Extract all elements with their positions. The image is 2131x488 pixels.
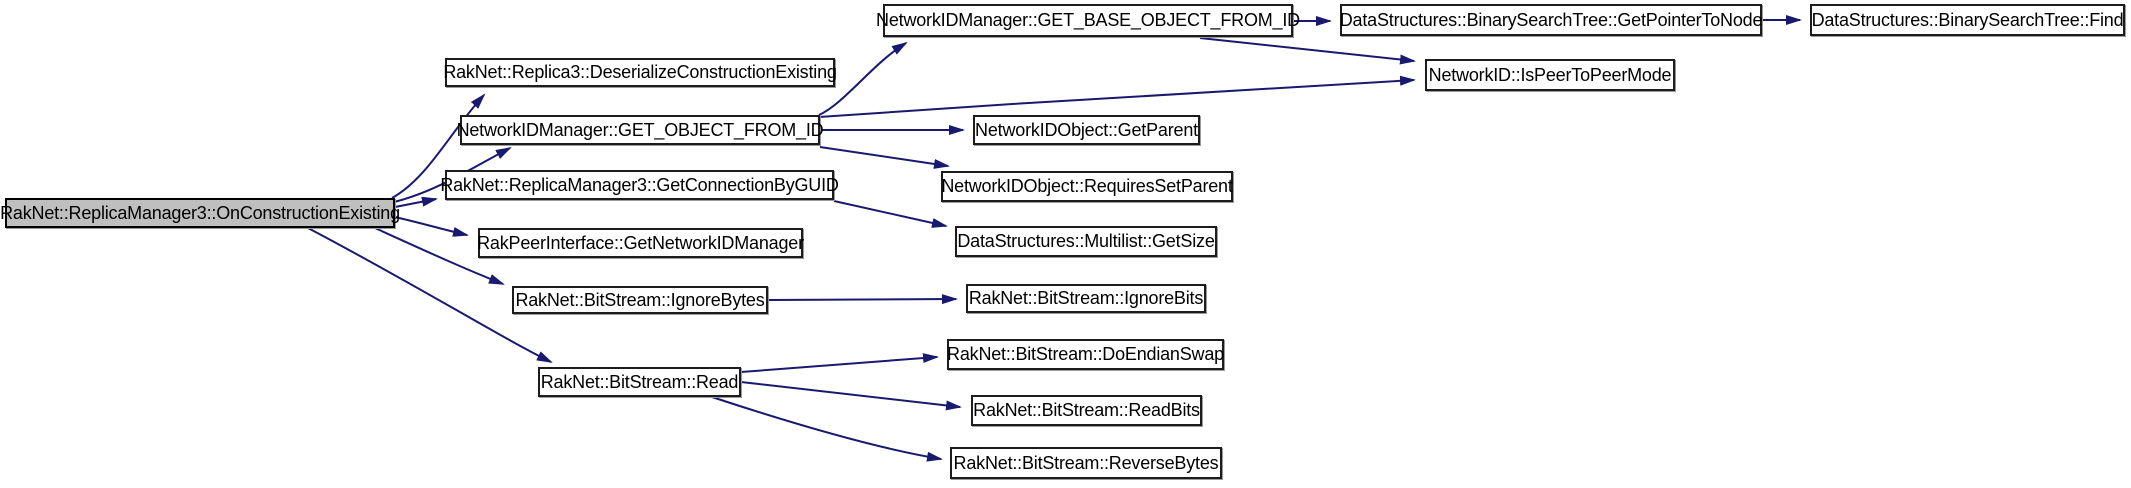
graph-node-isPeerToPeerMode[interactable]: NetworkID::IsPeerToPeerMode [1425, 59, 1675, 91]
graph-node-find[interactable]: DataStructures::BinarySearchTree::Find [1810, 4, 2125, 36]
graph-node-getSize[interactable]: DataStructures::Multilist::GetSize [955, 226, 1217, 257]
graph-node-deserializeConstructionExisting[interactable]: RakNet::Replica3::DeserializeConstructio… [443, 58, 837, 87]
graph-node-getConnectionByGuid[interactable]: RakNet::ReplicaManager3::GetConnectionBy… [440, 170, 839, 200]
graph-node-readBits[interactable]: RakNet::BitStream::ReadBits [971, 395, 1202, 426]
edge-getObjectFromId-to-isPeerToPeerMode [818, 75, 1416, 118]
edge-getBaseObjectFromId-to-isPeerToPeerMode [1199, 37, 1416, 65]
graph-node-getNetworkIdManager[interactable]: RakPeerInterface::GetNetworkIDManager [477, 228, 804, 258]
graph-node-doEndianSwap[interactable]: RakNet::BitStream::DoEndianSwap [947, 339, 1224, 370]
graph-node-reverseBytes[interactable]: RakNet::BitStream::ReverseBytes [950, 447, 1222, 479]
edge-ignoreBytes-to-ignoreBits [767, 294, 958, 305]
graph-node-read[interactable]: RakNet::BitStream::Read [538, 367, 741, 397]
graph-node-ignoreBits[interactable]: RakNet::BitStream::IgnoreBits [966, 284, 1206, 313]
edge-read-to-readBits [740, 381, 962, 411]
graph-node-onConstructionExisting[interactable]: RakNet::ReplicaManager3::OnConstructionE… [0, 198, 400, 228]
edge-onConstructionExisting-to-getConnectionByGuid [394, 196, 438, 208]
graph-node-getParent[interactable]: NetworkIDObject::GetParent [973, 115, 1200, 145]
edge-getObjectFromId-to-requiresSetParent [819, 146, 950, 169]
edge-read-to-reverseBytes [711, 396, 943, 462]
graph-node-ignoreBytes[interactable]: RakNet::BitStream::IgnoreBytes [512, 286, 768, 314]
edge-read-to-doEndianSwap [740, 353, 939, 373]
graph-node-requiresSetParent[interactable]: NetworkIDObject::RequiresSetParent [941, 171, 1233, 202]
edge-onConstructionExisting-to-getNetworkIdManager [394, 216, 469, 237]
graph-node-getObjectFromId[interactable]: NetworkIDManager::GET_OBJECT_FROM_ID [457, 115, 824, 145]
graph-node-getPointerToNode[interactable]: DataStructures::BinarySearchTree::GetPoi… [1340, 4, 1762, 36]
graph-node-getBaseObjectFromId[interactable]: NetworkIDManager::GET_BASE_OBJECT_FROM_I… [876, 4, 1300, 37]
edge-getConnectionByGuid-to-getSize [833, 200, 948, 228]
